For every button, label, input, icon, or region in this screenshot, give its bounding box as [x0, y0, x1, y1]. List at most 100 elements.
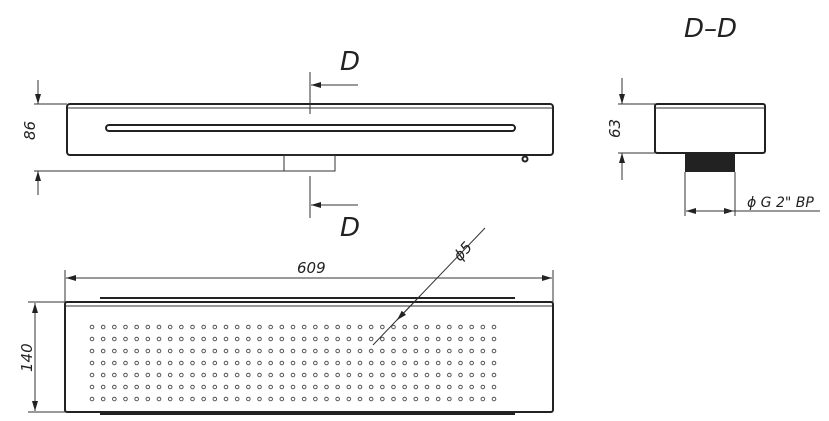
- dim-length: 609: [297, 259, 326, 277]
- grate-hole: [212, 348, 218, 354]
- grate-hole: [480, 336, 486, 342]
- grate-hole: [447, 360, 452, 366]
- grate-hole: [324, 324, 329, 330]
- grate-hole: [201, 360, 206, 366]
- grate-hole: [480, 372, 486, 378]
- grate-hole: [313, 348, 318, 354]
- grate-hole: [357, 384, 363, 390]
- grate-hole: [380, 360, 385, 366]
- grate-hole: [268, 384, 273, 390]
- grate-hole: [190, 348, 195, 354]
- grate-hole: [268, 324, 273, 330]
- grate-hole: [335, 336, 340, 342]
- grate-hole: [447, 348, 452, 354]
- grate-hole: [112, 396, 117, 402]
- grate-hole: [100, 348, 106, 354]
- grate-hole: [179, 384, 184, 390]
- grate-hole: [167, 324, 173, 330]
- grate-hole: [112, 360, 117, 366]
- grate-hole: [212, 396, 218, 402]
- grate-hole: [123, 324, 128, 330]
- grate-hole: [357, 372, 363, 378]
- grate-hole: [112, 348, 117, 354]
- grate-hole: [123, 348, 128, 354]
- grate-hole: [190, 360, 195, 366]
- grate-hole: [257, 396, 262, 402]
- grate-hole: [413, 396, 419, 402]
- grate-hole: [469, 384, 474, 390]
- grate-hole: [335, 348, 340, 354]
- grate-hole: [335, 360, 340, 366]
- grate-hole: [89, 396, 95, 402]
- grate-hole: [491, 384, 497, 390]
- grate-hole: [246, 336, 251, 342]
- grate-hole: [346, 360, 352, 366]
- grate-hole: [234, 348, 240, 354]
- grate-hole: [435, 384, 441, 390]
- grate-hole: [391, 396, 396, 402]
- grate-hole: [290, 372, 296, 378]
- grate-hole: [112, 384, 117, 390]
- grate-hole: [167, 360, 173, 366]
- grate-hole: [145, 336, 151, 342]
- grate-hole: [223, 360, 229, 366]
- grate-hole: [413, 336, 419, 342]
- grate-hole: [424, 396, 430, 402]
- grate-hole: [458, 348, 463, 354]
- grate-hole: [212, 360, 218, 366]
- grate-hole: [246, 360, 251, 366]
- grate-hole: [156, 348, 162, 354]
- grate-hole: [145, 324, 151, 330]
- section-body: [654, 103, 766, 154]
- grate-hole: [402, 384, 407, 390]
- grate-hole: [246, 324, 251, 330]
- grate-hole: [167, 372, 173, 378]
- grate-hole: [156, 372, 162, 378]
- grate-hole: [89, 336, 95, 342]
- grate-hole: [335, 396, 340, 402]
- grate-hole: [279, 372, 285, 378]
- grate-hole: [357, 396, 363, 402]
- grate-hole: [491, 372, 497, 378]
- grate-hole: [491, 348, 497, 354]
- grate-hole: [134, 324, 139, 330]
- grate-hole: [179, 372, 184, 378]
- grate-hole: [435, 348, 441, 354]
- grate-hole: [223, 372, 229, 378]
- grate-hole: [346, 348, 352, 354]
- dim-width: 140: [18, 343, 36, 372]
- grate-hole: [223, 336, 229, 342]
- grate-hole: [100, 396, 106, 402]
- grate-hole: [368, 336, 374, 342]
- outlet-stub: [283, 154, 336, 172]
- grate-hole: [402, 396, 407, 402]
- grate-hole: [424, 372, 430, 378]
- grate-hole: [413, 324, 419, 330]
- grate-hole: [435, 324, 441, 330]
- grate-hole: [469, 372, 474, 378]
- grate-hole: [134, 348, 139, 354]
- grate-hole: [435, 372, 441, 378]
- grate-hole: [402, 324, 407, 330]
- grate-hole: [134, 372, 139, 378]
- grate-hole: [112, 336, 117, 342]
- dim-side-height: 86: [21, 121, 39, 140]
- grate-hole: [313, 324, 318, 330]
- grate-hole: [458, 396, 463, 402]
- grate-hole: [100, 360, 106, 366]
- grate-hole: [290, 384, 296, 390]
- dim-section-height: 63: [606, 119, 624, 138]
- grate-hole: [223, 384, 229, 390]
- grate-hole: [368, 348, 374, 354]
- grate-hole: [257, 348, 262, 354]
- grate-hole: [491, 360, 497, 366]
- grate-hole: [391, 324, 396, 330]
- grate-hole: [391, 360, 396, 366]
- section-label-bottom: D: [340, 213, 360, 243]
- grate-hole: [201, 336, 206, 342]
- grate-hole: [201, 372, 206, 378]
- grate-hole: [324, 360, 329, 366]
- grate-hole: [424, 360, 430, 366]
- grate-hole: [301, 324, 307, 330]
- grate-hole: [100, 372, 106, 378]
